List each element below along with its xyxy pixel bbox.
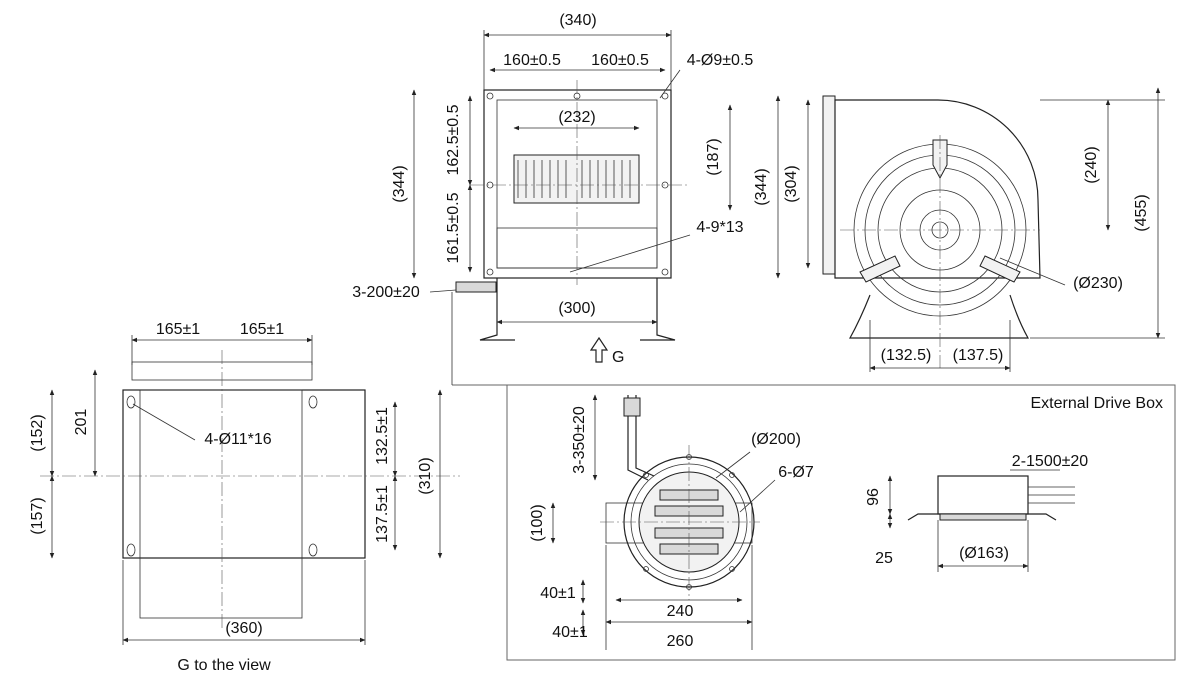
dim-label: 240 xyxy=(667,603,694,620)
drive-connector xyxy=(623,397,641,417)
drive-box-body xyxy=(937,475,1029,515)
dim-label: (232) xyxy=(558,109,595,126)
dim-label: (344) xyxy=(753,168,770,205)
dim-label: (344) xyxy=(391,165,408,202)
dim-label: (Ø230) xyxy=(1073,275,1123,292)
drive-panel-border xyxy=(506,384,1176,661)
dim-label: 25 xyxy=(875,550,893,567)
slot-hole xyxy=(308,543,318,557)
impeller-blades xyxy=(517,160,631,198)
mount-hole xyxy=(661,268,669,276)
view-label: G xyxy=(612,349,624,366)
front-view xyxy=(411,30,733,386)
base-feet xyxy=(479,278,676,341)
mount-hole xyxy=(486,268,494,276)
dim-label: 137.5±1 xyxy=(374,485,391,543)
slot-hole xyxy=(126,543,136,557)
dim-label: 2-1500±20 xyxy=(1012,453,1089,470)
mount-hole xyxy=(486,92,494,100)
dim-label: 40±1 xyxy=(540,585,576,602)
left-strut xyxy=(859,255,901,283)
dim-label: 3-200±20 xyxy=(352,284,420,301)
dim-label: (455) xyxy=(1133,194,1150,231)
slot-hole xyxy=(126,395,136,409)
dim-label: 96 xyxy=(865,488,882,506)
dim-label: (187) xyxy=(705,138,722,175)
front-frame xyxy=(483,89,672,279)
dim-label: (132.5) xyxy=(881,347,932,364)
view-arrow xyxy=(589,336,609,363)
slot-hole xyxy=(308,395,318,409)
dim-label: 4-9*13 xyxy=(696,219,743,236)
dim-label: (360) xyxy=(225,620,262,637)
dim-label: 160±0.5 xyxy=(503,52,561,69)
dim-label: 160±0.5 xyxy=(591,52,649,69)
dim-label: (340) xyxy=(559,12,596,29)
dim-label: (310) xyxy=(417,457,434,494)
drive-front-view xyxy=(550,394,776,650)
drive-box-title: External Drive Box xyxy=(1031,395,1164,412)
dim-label: (Ø163) xyxy=(959,545,1009,562)
bottom-view xyxy=(40,335,460,645)
drive-box-bottom xyxy=(939,513,1027,521)
drive-cable xyxy=(635,395,655,477)
dim-label: 132.5±1 xyxy=(374,407,391,465)
dim-label: (157) xyxy=(29,497,46,534)
right-strut xyxy=(979,255,1021,283)
front-cable-gland xyxy=(455,281,497,293)
dim-label: (100) xyxy=(529,504,546,541)
dim-label: 162.5±0.5 xyxy=(445,104,462,175)
dim-label: (304) xyxy=(783,165,800,202)
dim-label: (152) xyxy=(29,414,46,451)
dim-label: (137.5) xyxy=(953,347,1004,364)
dim-label: (Ø200) xyxy=(751,431,801,448)
side-view xyxy=(775,87,1165,372)
dim-label: 161.5±0.5 xyxy=(445,192,462,263)
dim-label: 4-Ø9±0.5 xyxy=(687,52,754,69)
drive-cable xyxy=(627,395,649,481)
side-base xyxy=(848,294,1030,339)
dim-label: 40±1 xyxy=(552,624,588,641)
mount-hole xyxy=(661,92,669,100)
dim-label: 260 xyxy=(667,633,694,650)
scroll-housing xyxy=(834,99,1041,279)
dim-label: 6-Ø7 xyxy=(778,464,814,481)
dim-label: 3-350±20 xyxy=(571,406,588,474)
bottom-plate xyxy=(122,389,366,559)
dim-label: (300) xyxy=(558,300,595,317)
side-flange xyxy=(822,95,836,275)
outlet-opening xyxy=(513,154,640,204)
dim-label: (240) xyxy=(1083,146,1100,183)
view-caption: G to the view xyxy=(177,657,271,674)
drive-side-view xyxy=(887,469,1075,572)
dim-label: 4-Ø11*16 xyxy=(204,431,271,448)
dim-label: 201 xyxy=(73,409,90,436)
dim-label: 165±1 xyxy=(156,321,200,338)
dim-label: 165±1 xyxy=(240,321,284,338)
bottom-body xyxy=(139,389,303,619)
